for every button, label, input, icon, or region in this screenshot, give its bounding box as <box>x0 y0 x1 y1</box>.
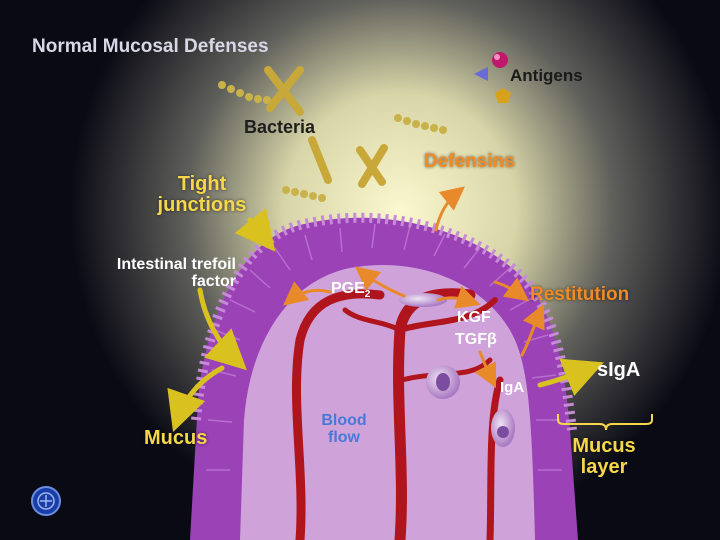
label-mucus: Mucus <box>144 428 207 449</box>
label-iga: IgA <box>500 380 524 396</box>
label-blood-flow: Blood flow <box>312 413 376 447</box>
label-antigens: Antigens <box>510 67 583 85</box>
label-blood-flow-line-1: Blood <box>312 413 376 430</box>
logo-emblem-icon <box>32 487 60 515</box>
label-defensins: Defensins <box>424 152 515 172</box>
label-blood-flow-line-2: flow <box>312 430 376 447</box>
label-tight-junctions: Tight junctions <box>150 174 254 216</box>
label-restitution: Restitution <box>530 285 629 305</box>
label-pge2-subscript: 2 <box>365 289 371 300</box>
label-pge2-main: PGE <box>331 280 365 297</box>
antigen-sphere-icon <box>492 52 508 68</box>
label-mucus-layer-line-1: Mucus <box>562 436 646 457</box>
label-mucus-layer: Mucus layer <box>562 436 646 478</box>
label-mucus-layer-line-2: layer <box>562 457 646 478</box>
label-trefoil-line-2: factor <box>96 274 236 291</box>
label-tight-junctions-line-1: Tight <box>150 174 254 195</box>
label-tight-junctions-line-2: junctions <box>150 195 254 216</box>
label-bacteria: Bacteria <box>244 118 315 137</box>
slide-title: Normal Mucosal Defenses <box>32 37 269 57</box>
label-intestinal-trefoil-factor: Intestinal trefoil factor <box>96 257 236 291</box>
label-tgf-beta: TGFβ <box>455 332 497 349</box>
label-trefoil-line-1: Intestinal trefoil <box>96 257 236 274</box>
label-siga: sIgA <box>597 360 640 381</box>
label-kgf: KGF <box>457 310 491 327</box>
label-pge2: PGE2 <box>331 281 370 301</box>
